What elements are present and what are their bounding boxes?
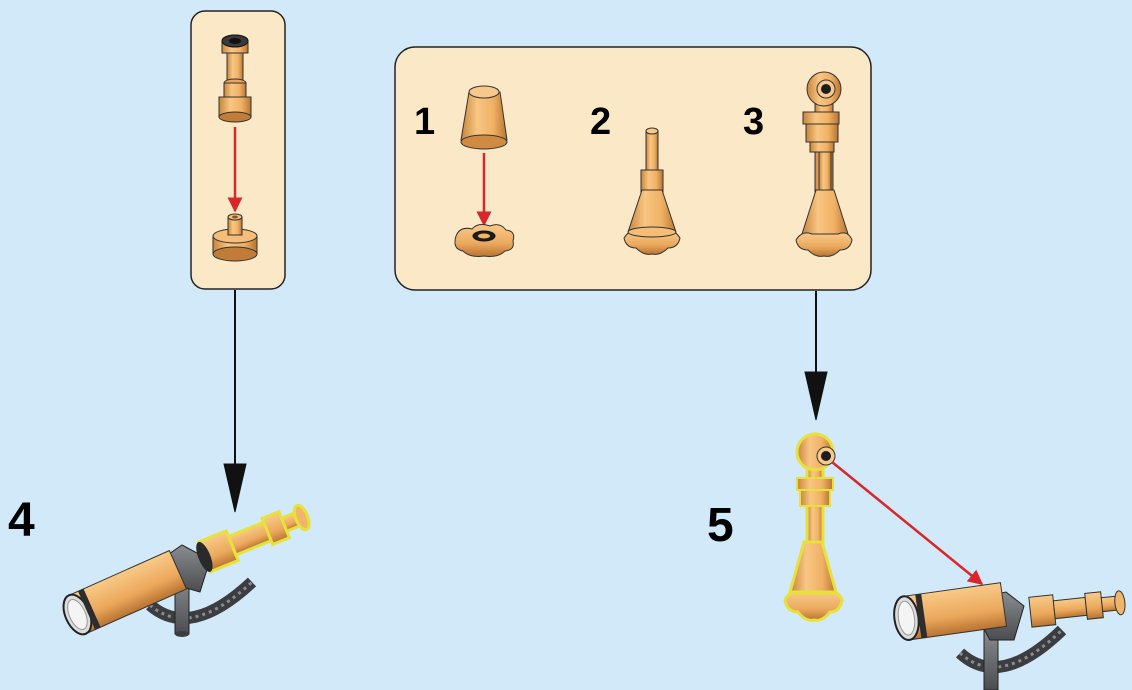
mount-assembly-highlighted-step5	[783, 432, 844, 622]
black-arrow-to-step4	[223, 290, 247, 513]
eyepiece-brick-part	[218, 34, 252, 123]
step-number-2: 2	[590, 101, 612, 143]
telescope-assembly-step4	[62, 503, 311, 637]
step-number-5: 5	[707, 499, 734, 552]
callout-box-subassembly-right	[394, 46, 872, 291]
telescope-assembly-step5	[893, 582, 1126, 690]
mount-assembly-part	[795, 71, 853, 257]
cone-brick-part	[460, 85, 508, 150]
round-brick-part	[212, 213, 258, 262]
callout-box-subassembly-left	[190, 10, 286, 290]
cone-with-rod-part	[623, 127, 681, 255]
step-number-3: 3	[743, 101, 765, 143]
red-arrow-step5	[831, 461, 984, 585]
step-number-1: 1	[414, 101, 436, 143]
flower-plate-part	[454, 224, 515, 257]
black-arrow-to-step5	[804, 291, 828, 421]
step-number-4: 4	[8, 494, 35, 547]
